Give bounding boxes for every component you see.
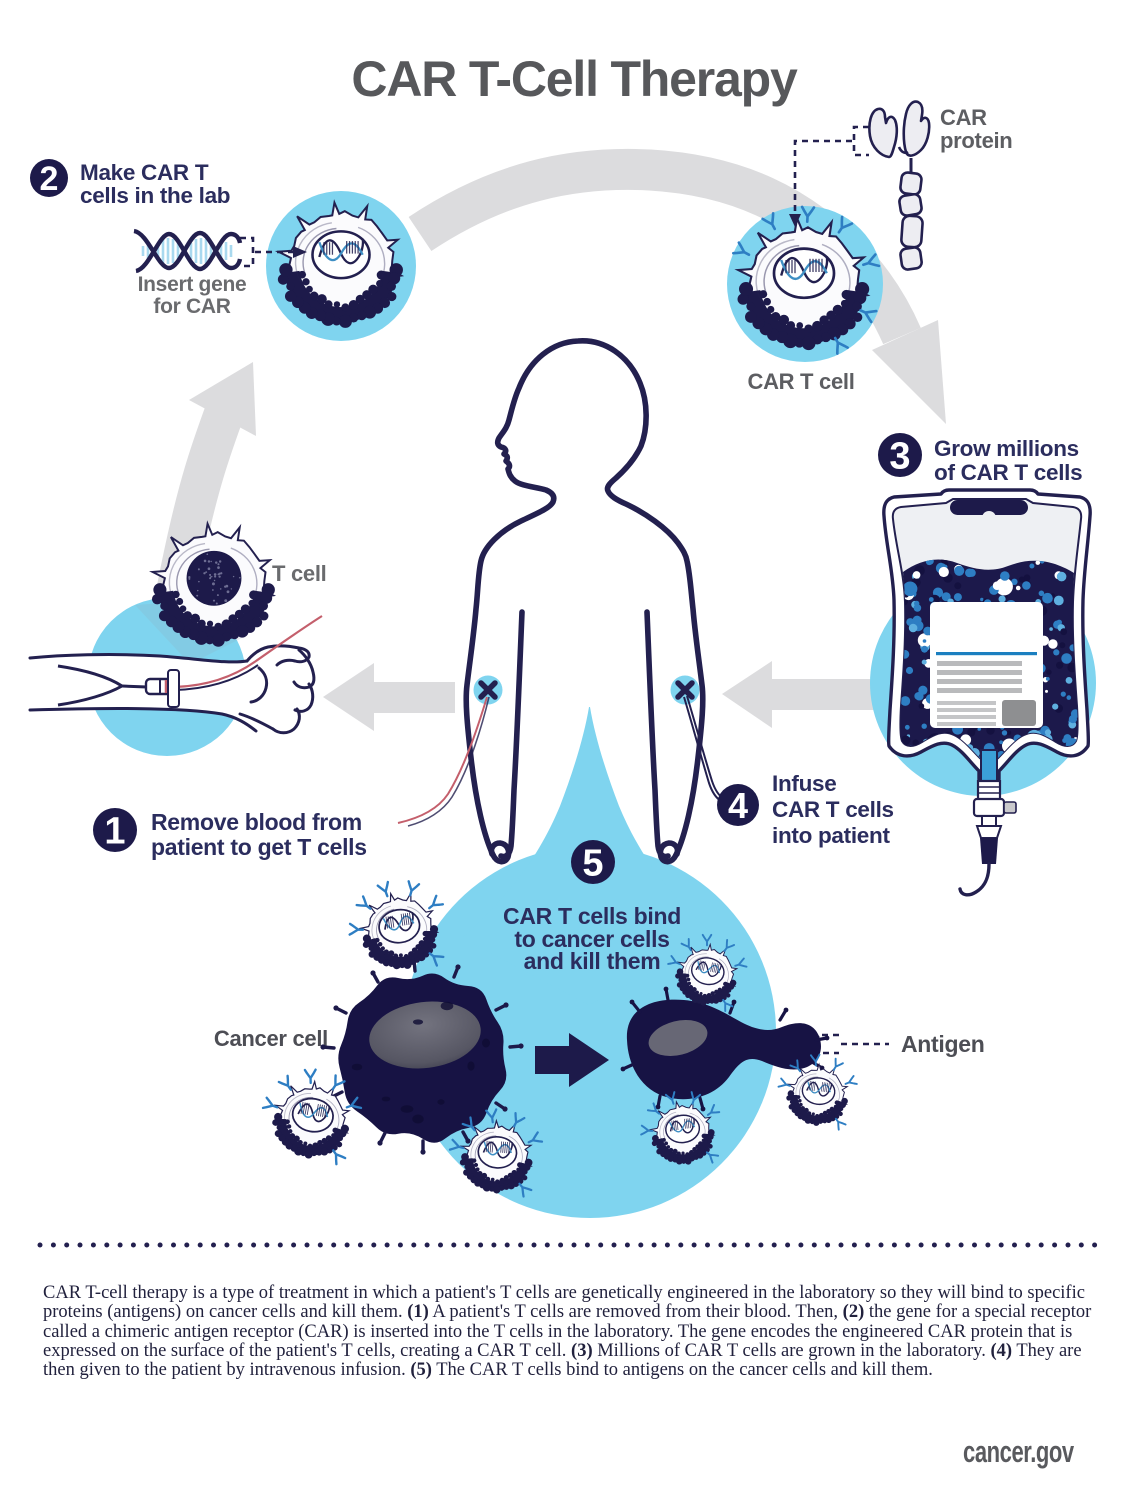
svg-text:4: 4 [728, 785, 748, 826]
svg-text:T cell: T cell [272, 561, 326, 586]
svg-text:3: 3 [889, 436, 910, 478]
svg-text:1: 1 [104, 811, 125, 853]
svg-text:to cancer cells: to cancer cells [514, 926, 669, 952]
svg-text:of CAR T cells: of CAR T cells [934, 460, 1082, 485]
svg-text:CAR T cells: CAR T cells [772, 797, 894, 822]
svg-text:CAR T-Cell Therapy: CAR T-Cell Therapy [351, 51, 798, 107]
svg-text:for CAR: for CAR [153, 295, 230, 318]
svg-text:Insert gene: Insert gene [138, 273, 247, 296]
svg-text:Make CAR T: Make CAR T [80, 160, 209, 185]
svg-text:Remove blood from: Remove blood from [151, 809, 362, 835]
svg-text:CAR T cell: CAR T cell [747, 369, 854, 394]
svg-text:Cancer cell: Cancer cell [214, 1026, 328, 1051]
svg-text:Antigen: Antigen [901, 1031, 985, 1057]
svg-text:into patient: into patient [772, 823, 890, 848]
svg-text:cells in the lab: cells in the lab [80, 183, 230, 208]
svg-text:patient to get T cells: patient to get T cells [151, 834, 367, 860]
svg-text:CAR: CAR [940, 105, 987, 130]
svg-text:protein: protein [940, 128, 1012, 153]
svg-text:CAR T cells bind: CAR T cells bind [503, 903, 681, 929]
svg-text:2: 2 [40, 160, 59, 198]
svg-text:Infuse: Infuse [772, 771, 836, 796]
svg-text:Grow millions: Grow millions [934, 436, 1079, 461]
svg-text:and kill them: and kill them [524, 948, 661, 974]
svg-text:5: 5 [582, 843, 603, 885]
